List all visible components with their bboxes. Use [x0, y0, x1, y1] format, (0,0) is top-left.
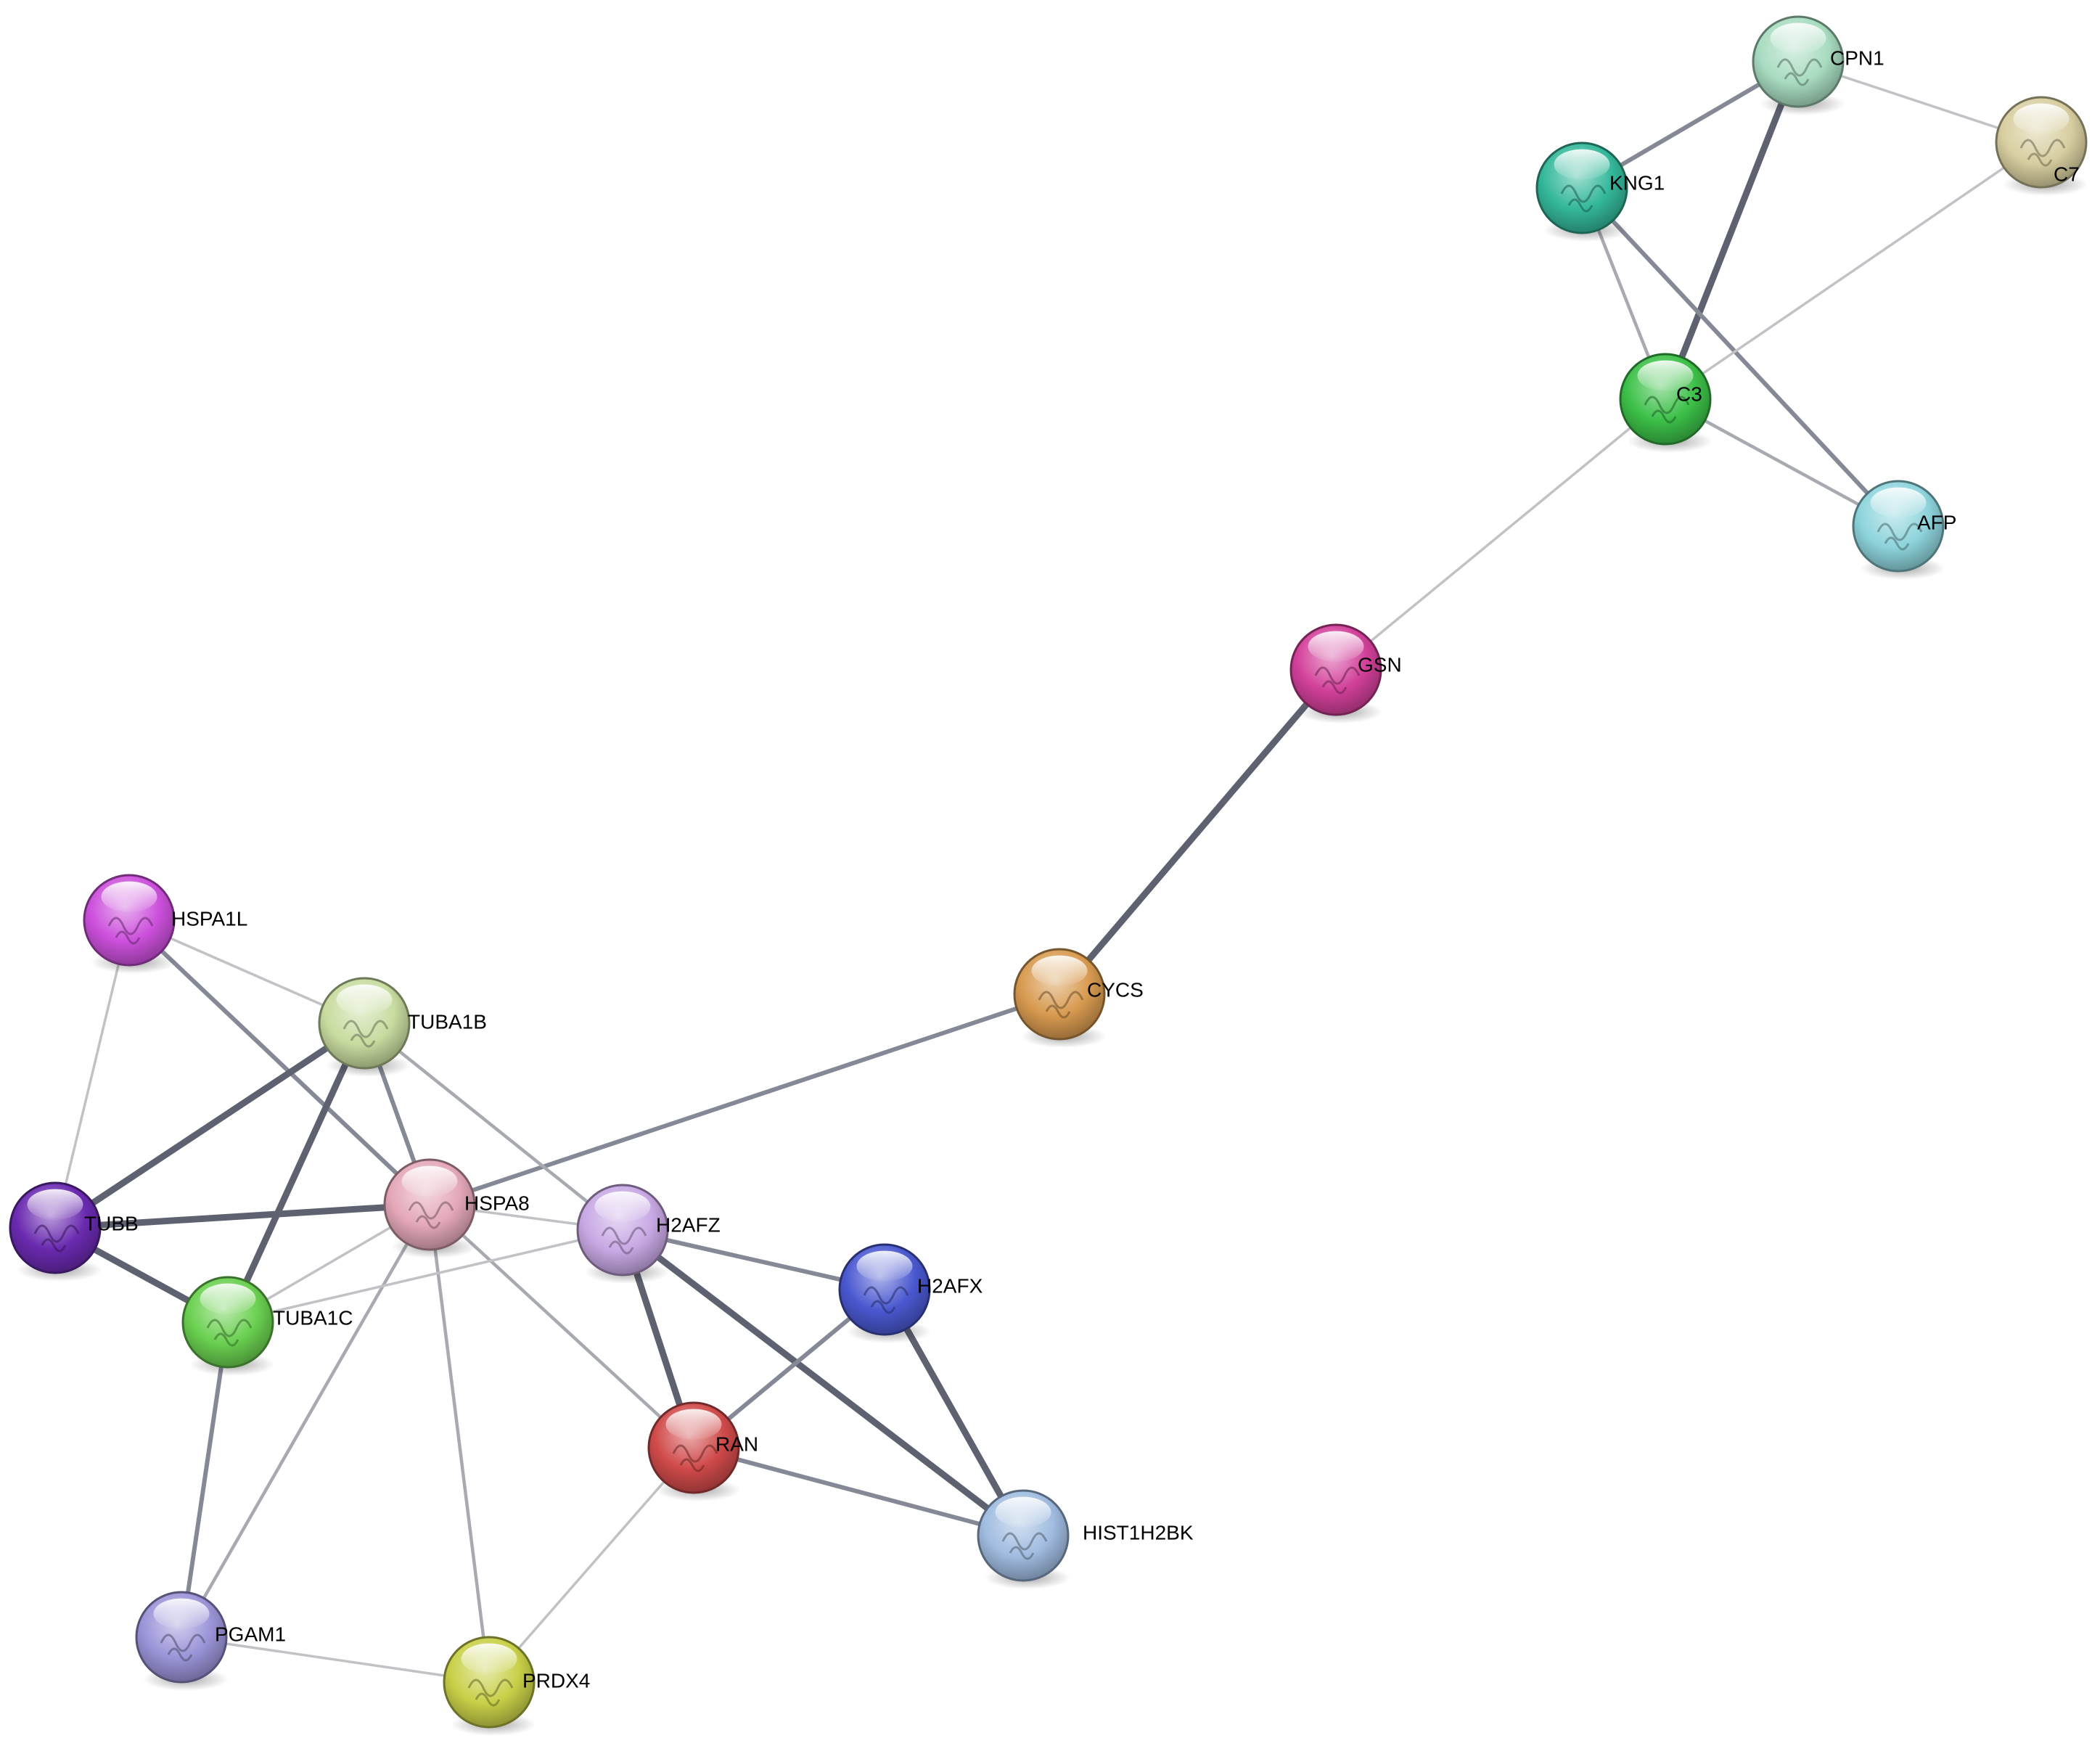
protein-structure-icon: [343, 1020, 389, 1048]
protein-structure-icon: [408, 1201, 454, 1229]
protein-label-h2afz: H2AFZ: [656, 1213, 721, 1236]
edge-pgam1-prdx4[interactable]: [180, 1636, 491, 1684]
edge-kng1-afp[interactable]: [1580, 186, 1900, 528]
protein-node-tuba1c[interactable]: TUBA1C: [181, 1276, 353, 1376]
edge-tuba1c-h2afz[interactable]: [226, 1229, 624, 1324]
protein-node-hist1h2bk[interactable]: HIST1H2BK: [977, 1489, 1194, 1589]
protein-structure-icon: [1644, 395, 1690, 424]
protein-structure-icon: [2019, 139, 2066, 167]
protein-label-pgam1: PGAM1: [215, 1623, 286, 1645]
node-gloss: [153, 1598, 210, 1629]
node-gloss: [101, 881, 157, 912]
edge-c3-gsn[interactable]: [1334, 398, 1667, 671]
protein-node-hspa8[interactable]: HSPA8: [383, 1158, 530, 1258]
node-gloss: [594, 1191, 651, 1222]
protein-structure-icon: [1038, 991, 1084, 1019]
edge-ran-hist1h2bk[interactable]: [692, 1446, 1025, 1538]
protein-node-tuba1b[interactable]: TUBA1B: [318, 977, 487, 1077]
protein-node-h2afx[interactable]: H2AFX: [838, 1243, 983, 1343]
protein-label-kng1: KNG1: [1609, 171, 1665, 194]
edge-hspa1l-hspa8[interactable]: [127, 918, 432, 1207]
protein-structure-icon: [206, 1319, 253, 1347]
node-gloss: [995, 1496, 1051, 1528]
protein-label-cycs: CYCS: [1087, 978, 1144, 1001]
protein-label-ran: RAN: [715, 1433, 758, 1455]
edge-hspa8-pgam1[interactable]: [179, 1202, 432, 1639]
edge-gsn-cycs[interactable]: [1056, 666, 1340, 998]
protein-structure-icon: [1560, 184, 1607, 213]
protein-node-afp[interactable]: AFP: [1852, 480, 1956, 580]
interaction-edges: [52, 58, 2043, 1684]
node-gloss: [2013, 103, 2070, 134]
protein-label-tuba1c: TUBA1C: [273, 1306, 353, 1329]
node-gloss: [1554, 149, 1610, 180]
protein-structure-icon: [33, 1224, 80, 1253]
edge-tuba1b-h2afz[interactable]: [362, 1021, 625, 1232]
node-gloss: [401, 1165, 458, 1197]
protein-label-hspa8: HSPA8: [464, 1192, 530, 1214]
protein-structure-icon: [160, 1634, 206, 1662]
edge-c3-c7[interactable]: [1664, 141, 2043, 401]
protein-node-prdx4[interactable]: PRDX4: [443, 1636, 590, 1736]
protein-node-hspa1l[interactable]: HSPA1L: [83, 874, 247, 974]
node-gloss: [27, 1189, 83, 1220]
protein-label-tuba1b: TUBA1B: [408, 1010, 487, 1033]
protein-structure-icon: [1877, 522, 1923, 551]
protein-label-c3: C3: [1676, 382, 1702, 405]
edge-h2afz-hist1h2bk[interactable]: [619, 1226, 1027, 1539]
node-gloss: [856, 1250, 913, 1282]
node-gloss: [200, 1283, 256, 1314]
edge-cpn1-c3[interactable]: [1662, 58, 1802, 403]
protein-structure-icon: [1314, 666, 1361, 694]
protein-node-pgam1[interactable]: PGAM1: [135, 1591, 286, 1691]
protein-label-h2afx: H2AFX: [917, 1274, 983, 1297]
protein-structure-icon: [1001, 1532, 1048, 1560]
protein-label-prdx4: PRDX4: [522, 1669, 590, 1692]
edge-hspa8-prdx4[interactable]: [427, 1202, 491, 1684]
protein-node-h2afz[interactable]: H2AFZ: [576, 1184, 721, 1284]
node-gloss: [1308, 631, 1364, 662]
protein-label-hist1h2bk: HIST1H2BK: [1083, 1521, 1194, 1544]
protein-node-tubb[interactable]: TUBB: [9, 1181, 139, 1282]
protein-node-c7[interactable]: C7: [1995, 96, 2088, 196]
protein-structure-icon: [672, 1444, 718, 1472]
protein-label-afp: AFP: [1917, 511, 1956, 533]
edge-ran-prdx4[interactable]: [488, 1446, 695, 1684]
edge-tuba1b-tubb[interactable]: [52, 1020, 368, 1231]
edge-tubb-hspa8[interactable]: [52, 1201, 433, 1231]
protein-label-cpn1: CPN1: [1830, 46, 1884, 69]
node-gloss: [1637, 360, 1694, 391]
protein-label-hspa1l: HSPA1L: [171, 907, 247, 930]
protein-label-tubb: TUBB: [84, 1212, 139, 1234]
node-gloss: [1770, 22, 1826, 54]
protein-label-c7: C7: [2054, 163, 2080, 185]
protein-node-cycs[interactable]: CYCS: [1013, 948, 1144, 1048]
node-gloss: [665, 1409, 722, 1440]
node-gloss: [1031, 955, 1088, 986]
node-gloss: [336, 984, 393, 1015]
edge-cycs-hspa8[interactable]: [427, 992, 1062, 1207]
protein-node-c3[interactable]: C3: [1619, 353, 1713, 453]
protein-node-gsn[interactable]: GSN: [1289, 623, 1402, 724]
protein-structure-icon: [107, 917, 154, 945]
protein-structure-icon: [601, 1226, 647, 1255]
protein-label-gsn: GSN: [1358, 653, 1402, 676]
node-gloss: [1870, 487, 1927, 518]
protein-structure-icon: [1776, 58, 1823, 86]
protein-structure-icon: [863, 1286, 909, 1314]
protein-structure-icon: [467, 1679, 514, 1707]
protein-node-cpn1[interactable]: CPN1: [1752, 15, 1884, 115]
node-gloss: [461, 1643, 517, 1674]
protein-node-kng1[interactable]: KNG1: [1535, 142, 1665, 242]
protein-node-ran[interactable]: RAN: [647, 1401, 758, 1501]
